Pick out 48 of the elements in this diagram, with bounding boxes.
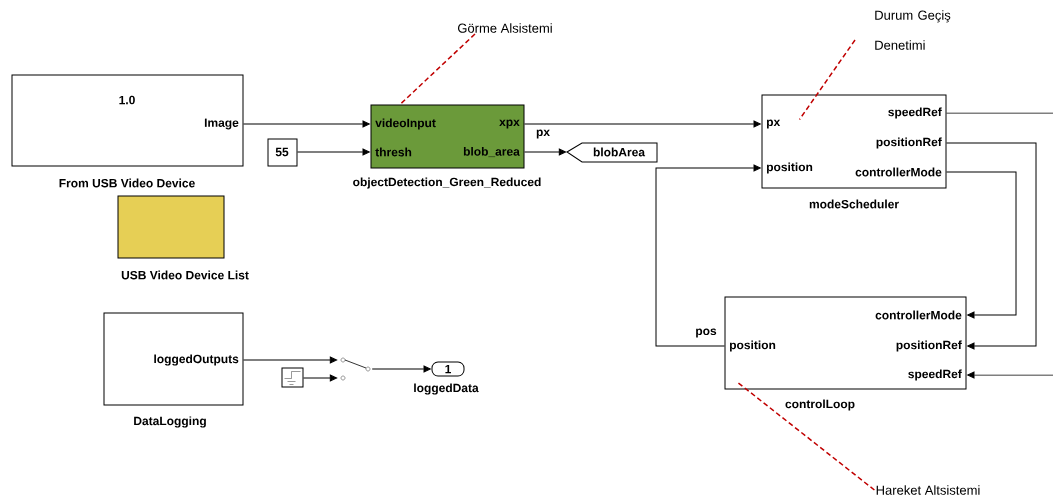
signal-arrow: [946, 142, 1037, 350]
port-label: positionRef: [896, 340, 962, 352]
port-name: loggedData: [414, 383, 479, 395]
port-label: blob_area: [463, 146, 520, 158]
signal-arrow: [243, 120, 370, 128]
leader-line: [798, 39, 856, 121]
signal-arrow: [524, 148, 567, 156]
signal-arrow: [524, 120, 761, 128]
signal-line: [946, 112, 1053, 114]
port-label: loggedOutputs: [154, 354, 239, 366]
signal-arrow: [655, 164, 761, 347]
signal-arrow: [371, 365, 431, 373]
tag-label: blobArea: [593, 147, 646, 157]
block-name: USB Video Device List: [121, 270, 249, 280]
port-label: speedRef: [888, 107, 942, 119]
edge-label: px: [535, 128, 551, 140]
constant-value: 55: [275, 147, 289, 157]
block-name: From USB Video Device: [59, 178, 195, 188]
edge-label: pos: [694, 327, 718, 339]
port-label: thresh: [375, 147, 412, 157]
port-label: Image: [204, 118, 239, 130]
port-label: position: [767, 162, 813, 174]
signal-arrow: [967, 371, 1053, 379]
annotation: Görme Alsistemi: [458, 23, 552, 33]
block-name: controlLoop: [785, 399, 855, 411]
port-label: controllerMode: [875, 310, 962, 320]
port-label: position: [730, 340, 776, 352]
signal-arrow: [946, 171, 1017, 319]
block-name: DataLogging: [134, 416, 206, 428]
signal-arrow: [243, 356, 338, 364]
port-label: positionRef: [876, 137, 942, 149]
signal-arrow: [303, 374, 338, 382]
switch-symbol: [340, 357, 371, 381]
annotation: Hareket Altsistemi: [876, 485, 980, 495]
port-label: controllerMode: [855, 167, 942, 177]
annotation: Durum Geçiş Denetimi: [875, 10, 951, 50]
port-number: 1: [445, 364, 451, 374]
port-label: speedRef: [908, 369, 962, 381]
block-name: modeScheduler: [809, 199, 899, 209]
leader-line: [399, 33, 476, 106]
port-label: px: [767, 119, 781, 129]
block-text: 1.0: [119, 95, 135, 105]
block-name: objectDetection_Green_Reduced: [353, 177, 541, 189]
leader-line: [735, 380, 876, 491]
signal-arrow: [297, 148, 370, 156]
port-label: xpx: [499, 119, 520, 129]
ground-icon: [281, 367, 304, 388]
port-label: videoInput: [375, 118, 436, 130]
